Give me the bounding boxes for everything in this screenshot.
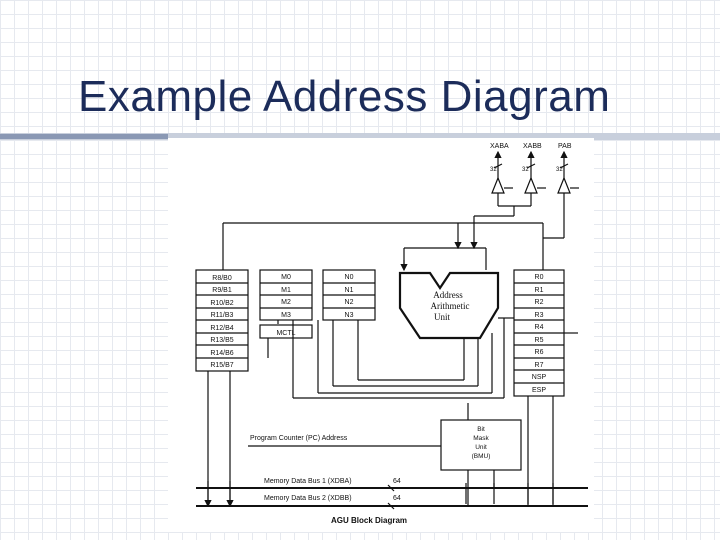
reg-esp: ESP [532,387,546,394]
reg-r7: R7 [535,362,544,369]
pc-address-label: Program Counter (PC) Address [250,435,348,442]
bmu-box [440,419,522,471]
reg-r6: R6 [535,349,544,356]
bus2-slash [387,502,395,510]
reg-r1: R1 [535,287,544,294]
left-register-stack [195,269,249,372]
mctl-box [259,324,313,339]
reg-r11-b3: R11/B3 [211,312,234,319]
reg-nsp: NSP [532,374,547,381]
bus-label-pab: PAB [558,143,572,150]
diagram-caption: AGU Block Diagram [331,516,407,525]
reg-r10-b2: R10/B2 [210,300,233,307]
driver-triangle-b [524,176,538,194]
bus-width-a: 32 [490,167,497,173]
memory-data-bus-2-label: Memory Data Bus 2 (XDBB) [264,495,352,502]
bus-label-xabb: XABB [523,143,542,150]
reg-n2: N2 [345,299,354,306]
bus-width-c: 32 [556,167,563,173]
reg-r4: R4 [535,324,544,331]
reg-r14-b6: R14/B6 [210,350,233,357]
agu-diagram: XABA XABB PAB 32 32 32 [168,138,594,532]
reg-m1: M1 [281,287,291,294]
reg-r3: R3 [535,312,544,319]
reg-r13-b5: R13/B5 [210,337,233,344]
driver-triangle-a [491,176,505,194]
bmu-line-3: Unit [475,444,487,451]
alu-shape [398,271,500,340]
bus-width-b: 32 [522,167,529,173]
reg-r15-b7: R15/B7 [210,362,233,369]
slide-title: Example Address Diagram [78,72,611,121]
driver-triangle-c [557,176,571,194]
title-rule-accent [0,134,168,139]
alu-line-1: Address [433,290,463,300]
bus-slash-c [559,163,569,169]
reg-r9-b1: R9/B1 [212,287,232,294]
reg-r12-b4: R12/B4 [210,325,233,332]
alu-line-3: Unit [434,312,451,322]
agu-diagram-svg: XABA XABB PAB 32 32 32 [195,143,588,525]
reg-m0: M0 [281,274,291,281]
reg-r0: R0 [535,274,544,281]
bmu-line-4: (BMU) [472,453,491,460]
memory-data-bus-2-width: 64 [393,495,401,502]
right-register-stack [513,269,565,397]
memory-data-bus-1-width: 64 [393,478,401,485]
memory-data-bus-1-label: Memory Data Bus 1 (XDBA) [264,478,352,485]
title-rule [0,133,720,140]
reg-m3: M3 [281,312,291,319]
bus-slash-a [493,163,503,169]
reg-r5: R5 [535,337,544,344]
reg-r2: R2 [535,299,544,306]
reg-mctl: MCTL [276,330,295,337]
reg-n3: N3 [345,312,354,319]
bus1-slash [387,484,395,492]
bus-label-xaba: XABA [490,143,509,150]
alu-line-2: Arithmetic [431,301,470,311]
m-register-stack [259,269,313,339]
bus-slash-b [526,163,536,169]
reg-m2: M2 [281,299,291,306]
bmu-line-1: Bit [477,426,485,433]
reg-r8-b0: R8/B0 [212,275,232,282]
reg-n0: N0 [345,274,354,281]
n-register-stack [322,269,376,321]
reg-n1: N1 [345,287,354,294]
bmu-line-2: Mask [473,435,489,442]
